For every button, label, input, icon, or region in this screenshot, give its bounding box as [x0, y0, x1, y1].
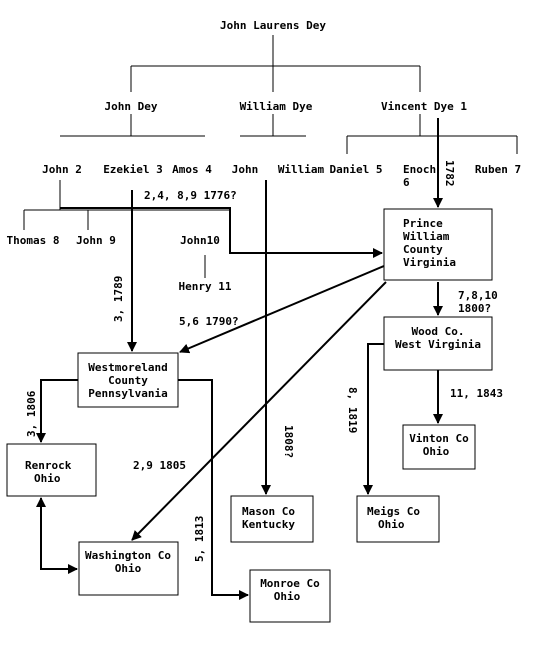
- place-renrock-2: Ohio: [34, 472, 61, 485]
- wood-co-box: [383, 316, 493, 371]
- person-william: William: [278, 163, 325, 176]
- place-prince-william-1: Prince: [403, 217, 443, 230]
- person-daniel-5: Daniel 5: [330, 163, 383, 176]
- person-john-2: John 2: [42, 163, 82, 176]
- person-john: John: [232, 163, 259, 176]
- place-wood-co-2: West Virginia: [395, 338, 481, 351]
- place-mason-1: Mason Co: [242, 505, 295, 518]
- place-renrock-1: Renrock: [25, 459, 72, 472]
- arrow-prince-william-to-washington: [131, 281, 387, 541]
- renrock-box: [6, 443, 97, 497]
- arrow-wood-co-to-meigs: [363, 343, 384, 495]
- arrow-prince-william-to-westmoreland: [179, 265, 385, 354]
- root-person: John Laurens Dey: [220, 19, 326, 32]
- place-wood-co-1: Wood Co.: [412, 325, 465, 338]
- person-john-dey: John Dey: [105, 100, 158, 113]
- place-washington-1: Washington Co: [85, 549, 171, 562]
- monroe-box: [249, 569, 331, 623]
- arrow-renrock-washington-link: [36, 497, 78, 574]
- label-1800-line1: 7,8,10: [458, 289, 498, 302]
- person-thomas-8: Thomas 8: [7, 234, 60, 247]
- place-labels: Prince William County Virginia Wood Co. …: [25, 217, 481, 603]
- westmoreland-box: [77, 352, 179, 408]
- place-meigs-2: Ohio: [378, 518, 405, 531]
- meigs-box: [356, 495, 440, 543]
- place-prince-william-4: Virginia: [403, 256, 456, 269]
- place-vinton-2: Ohio: [423, 445, 450, 458]
- arrow-westmoreland-to-monroe: [178, 379, 249, 600]
- person-john-9: John 9: [76, 234, 116, 247]
- label-1800-line2: 1800?: [458, 302, 491, 315]
- arrow-john2-family-to-prince-william: [60, 207, 383, 258]
- place-westmoreland-1: Westmoreland: [88, 361, 167, 374]
- person-amos-4: Amos 4: [172, 163, 212, 176]
- person-william-dye: William Dye: [240, 100, 313, 113]
- label-1819: 8, 1819: [346, 387, 359, 433]
- person-ezekiel-3: Ezekiel 3: [103, 163, 163, 176]
- label-1806: 3, 1806: [25, 390, 38, 437]
- washington-box: [78, 541, 179, 596]
- label-1805: 2,9 1805: [133, 459, 186, 472]
- place-westmoreland-3: Pennsylvania: [88, 387, 167, 400]
- label-1808: 1808?: [282, 425, 295, 458]
- label-1782: 1782: [443, 160, 456, 187]
- arrow-westmoreland-to-renrock: [36, 379, 78, 443]
- prince-william-box: [383, 208, 493, 281]
- person-ruben-7: Ruben 7: [475, 163, 521, 176]
- label-1790: 5,6 1790?: [179, 315, 239, 328]
- place-monroe-1: Monroe Co: [260, 577, 320, 590]
- mason-box: [230, 495, 314, 543]
- place-mason-2: Kentucky: [242, 518, 295, 531]
- person-henry-11: Henry 11: [179, 280, 232, 293]
- person-john-10: John10: [180, 234, 220, 247]
- migration-labels: 1782 2,4, 8,9 1776? 3, 1789 7,8,10 1800?…: [25, 160, 503, 562]
- place-prince-william-2: William: [403, 230, 450, 243]
- vinton-box: [402, 424, 476, 470]
- label-1813: 5, 1813: [193, 516, 206, 562]
- place-meigs-1: Meigs Co: [367, 505, 420, 518]
- place-monroe-2: Ohio: [274, 590, 301, 603]
- label-1843: 11, 1843: [450, 387, 503, 400]
- label-1776: 2,4, 8,9 1776?: [144, 189, 237, 202]
- place-vinton-1: Vinton Co: [409, 432, 469, 445]
- place-prince-william-3: County: [403, 243, 443, 256]
- person-enoch: Enoch: [403, 163, 436, 176]
- family-tree-lines: [23, 35, 518, 278]
- place-westmoreland-2: County: [108, 374, 148, 387]
- people-labels: John Laurens Dey John Dey William Dye Vi…: [7, 19, 522, 293]
- place-washington-2: Ohio: [115, 562, 142, 575]
- person-vincent-dye: Vincent Dye 1: [381, 100, 467, 113]
- person-enoch-number: 6: [403, 176, 410, 189]
- label-1789: 3, 1789: [112, 276, 125, 322]
- migration-arrows: [36, 118, 443, 600]
